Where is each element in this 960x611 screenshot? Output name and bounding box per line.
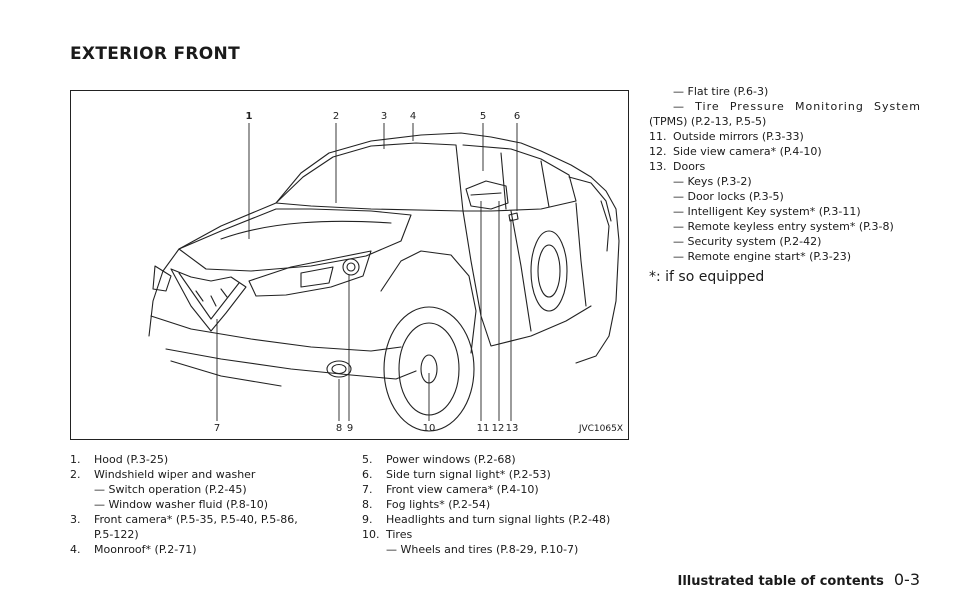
list-item: 12.Side view camera* (P.4-10): [649, 145, 822, 158]
vehicle-illustration: 1 2 3 4 5 6 7 8 9 10 11 12 13 JVC1065X: [70, 90, 629, 440]
list-item: 9.Headlights and turn signal lights (P.2…: [362, 513, 611, 526]
callout-numbers: 1 2 3 4 5 6 7 8 9 10 11 12 13: [214, 111, 520, 434]
page-footer: Illustrated table of contents 0-3: [678, 570, 920, 589]
list-item: 3.Front camera* (P.5-35, P.5-40, P.5-86,: [70, 513, 298, 526]
list-subitem: — Switch operation (P.2-45): [94, 483, 247, 496]
callout-1: 1: [246, 111, 253, 122]
list-item: 4.Moonroof* (P.2-71): [70, 543, 197, 556]
callout-3: 3: [381, 111, 387, 122]
page-title: EXTERIOR FRONT: [70, 44, 240, 64]
list-item: 7.Front view camera* (P.4-10): [362, 483, 539, 496]
callout-4: 4: [410, 111, 416, 122]
list-subitem: — Door locks (P.3-5): [673, 190, 784, 203]
list-item-continuation: P.5-122): [94, 528, 139, 541]
list-subitem: — Tire Pressure Monitoring System: [673, 100, 921, 113]
callout-5: 5: [480, 111, 486, 122]
callout-8: 8: [336, 423, 342, 434]
list-subitem: — Security system (P.2-42): [673, 235, 822, 248]
list-subitem: — Intelligent Key system* (P.3-11): [673, 205, 861, 218]
footer-section-title: Illustrated table of contents: [677, 574, 884, 589]
callout-9: 9: [347, 423, 353, 434]
list-item: 10.Tires: [362, 528, 413, 541]
callout-2: 2: [333, 111, 339, 122]
list-item: 11.Outside mirrors (P.3-33): [649, 130, 804, 143]
list-item: 13.Doors: [649, 160, 706, 173]
list-item: 1.Hood (P.3-25): [70, 453, 169, 466]
list-item: 6.Side turn signal light* (P.2-53): [362, 468, 551, 481]
figure-code: JVC1065X: [578, 424, 623, 434]
callout-10: 10: [423, 423, 436, 434]
callout-6: 6: [514, 111, 520, 122]
list-item: 2.Windshield wiper and washer: [70, 468, 256, 481]
list-item: 5.Power windows (P.2-68): [362, 453, 516, 466]
callout-7: 7: [214, 423, 220, 434]
list-item-continuation: (TPMS) (P.2-13, P.5-5): [649, 115, 767, 128]
list-subitem: — Flat tire (P.6-3): [673, 85, 769, 98]
page-number: 0-3: [893, 570, 920, 589]
callout-12: 12: [492, 423, 505, 434]
list-subitem: — Remote engine start* (P.3-23): [673, 250, 852, 263]
list-item: 8.Fog lights* (P.2-54): [362, 498, 491, 511]
list-subitem: — Window washer fluid (P.8-10): [94, 498, 268, 511]
footnote: *: if so equipped: [649, 269, 765, 285]
item-list-middle: 5.Power windows (P.2-68) 6.Side turn sig…: [362, 452, 632, 557]
callout-leader-lines: [216, 123, 518, 421]
item-list-right: — Flat tire (P.6-3) — Tire Pressure Moni…: [649, 84, 921, 285]
callout-13: 13: [506, 423, 519, 434]
list-subitem: — Keys (P.3-2): [673, 175, 752, 188]
item-list-left: 1.Hood (P.3-25) 2.Windshield wiper and w…: [70, 452, 340, 557]
car-drawing: [148, 132, 620, 432]
list-subitem: — Remote keyless entry system* (P.3-8): [673, 220, 894, 233]
list-subitem: — Wheels and tires (P.8-29, P.10-7): [386, 543, 579, 556]
callout-11: 11: [477, 423, 490, 434]
